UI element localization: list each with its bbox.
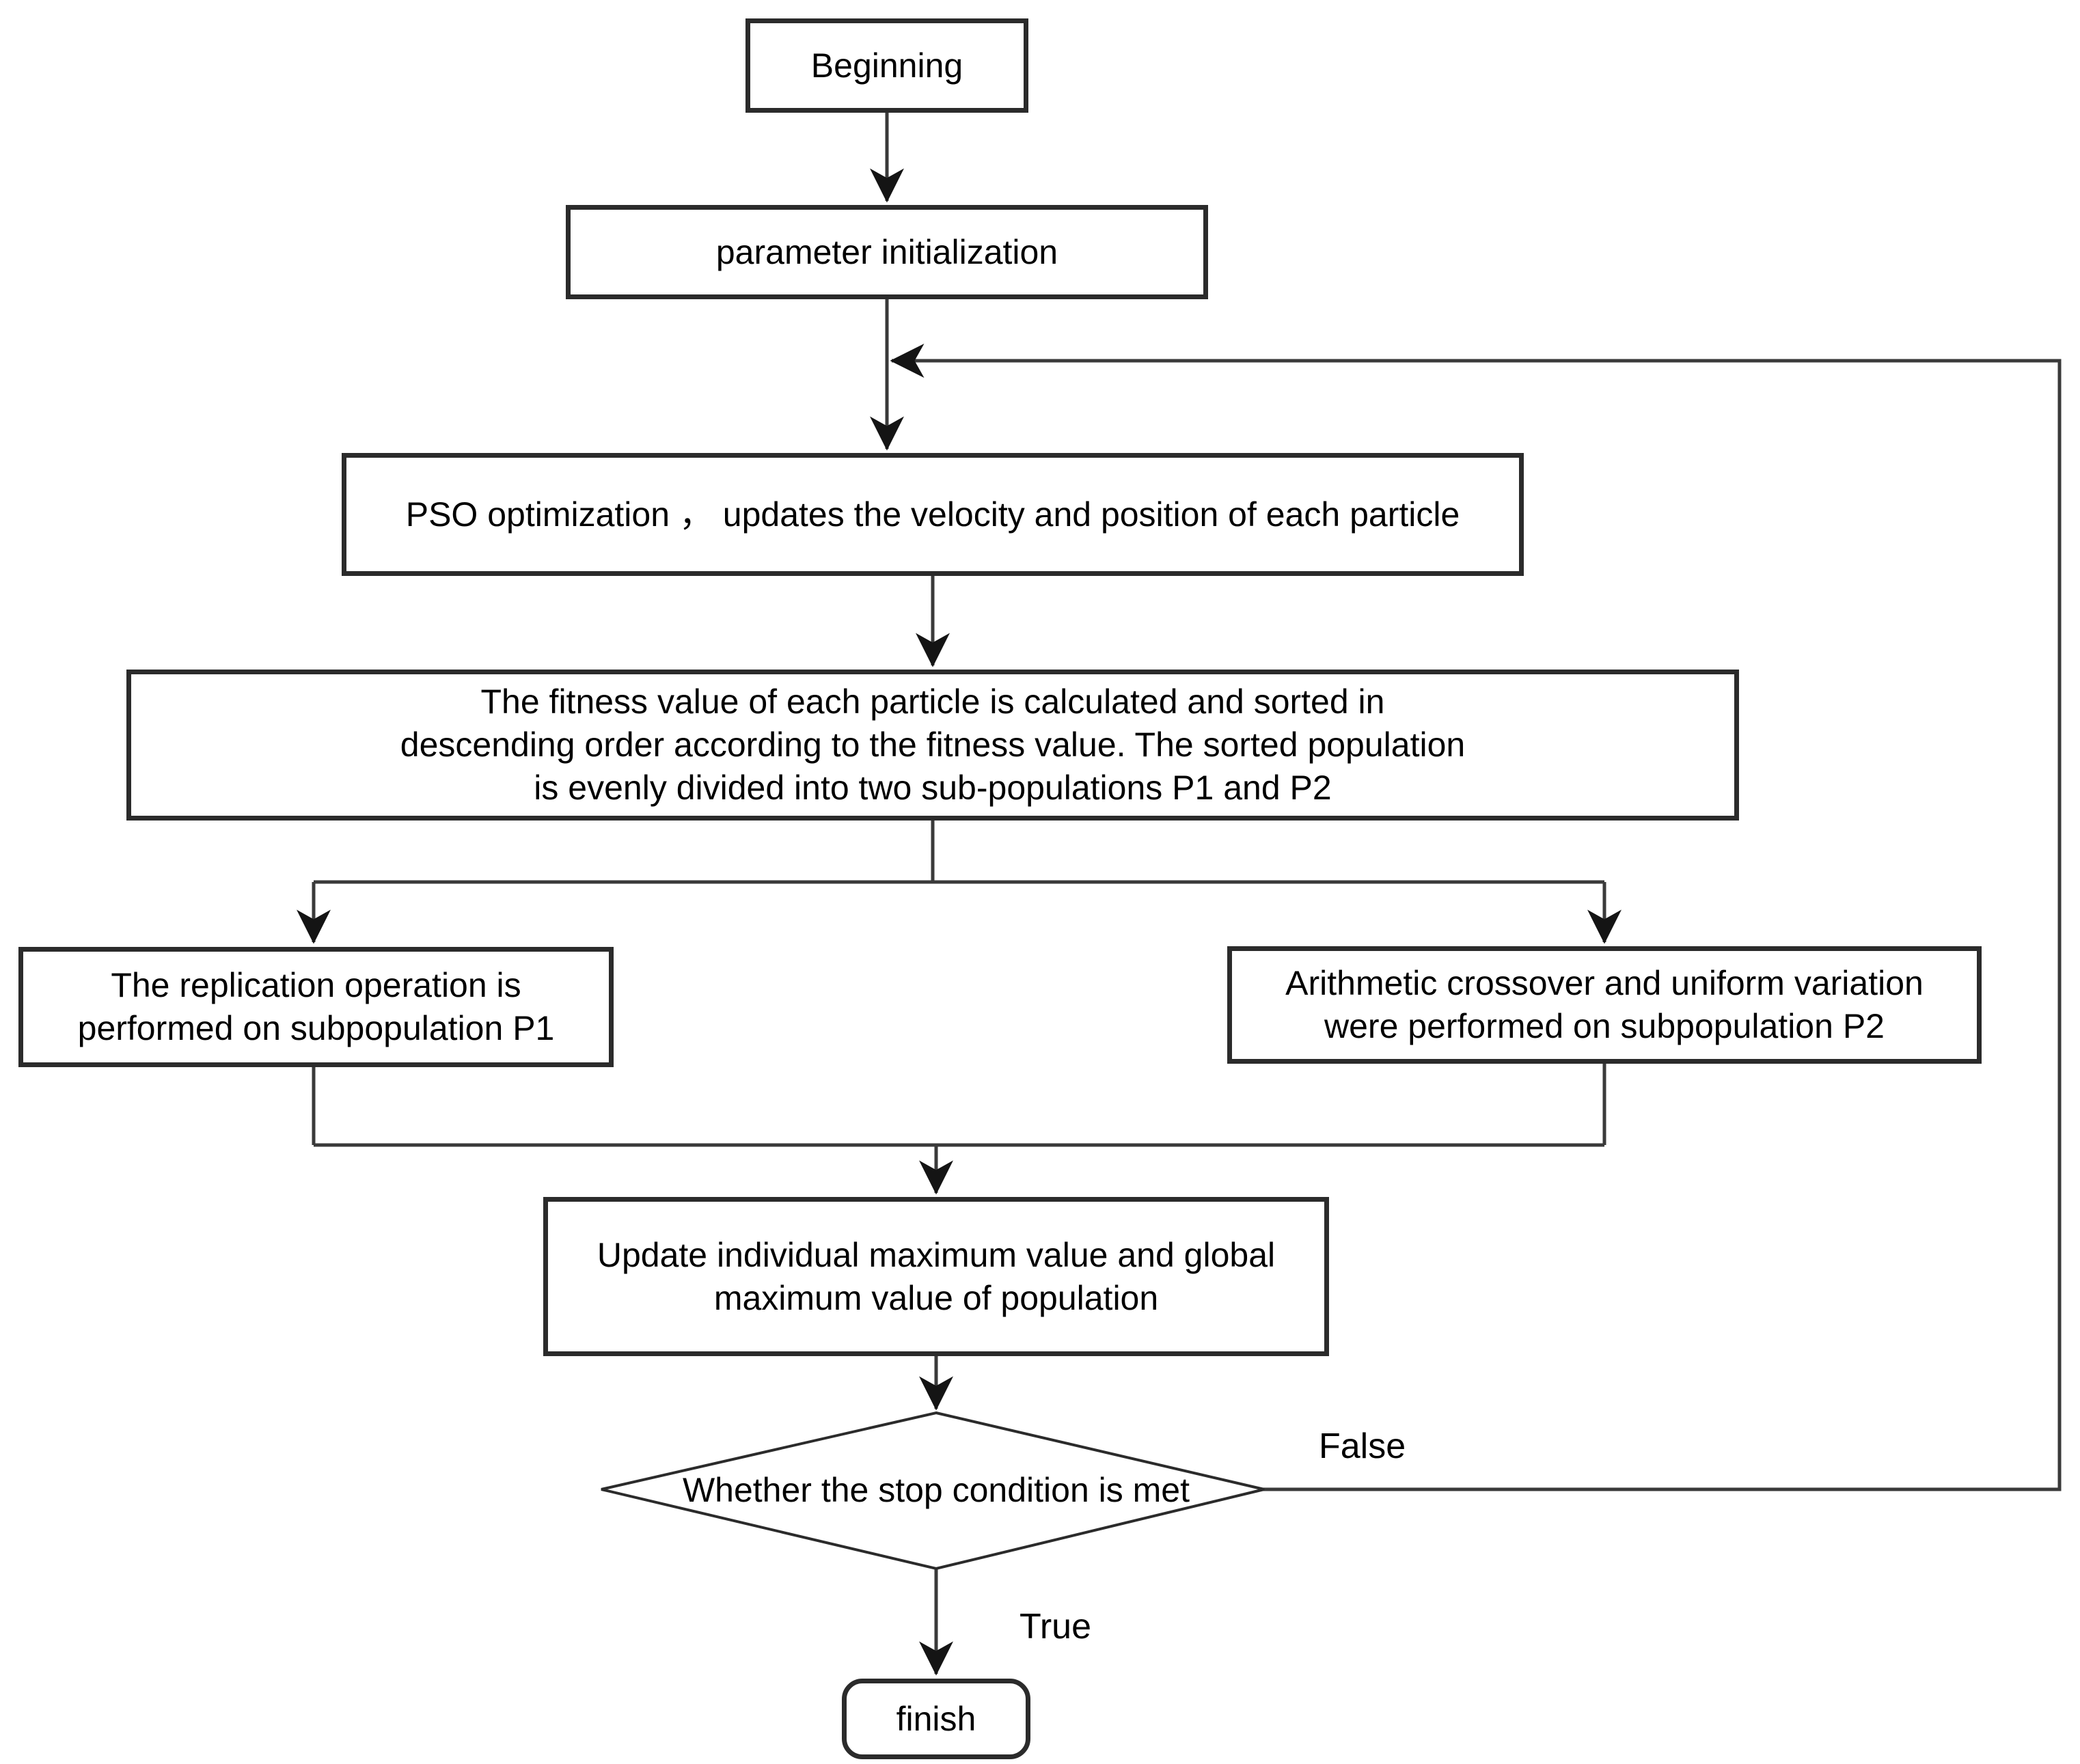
- node-update-maximum: Update individual maximum value and glob…: [543, 1197, 1329, 1356]
- node-parameter-initialization: parameter initialization: [566, 205, 1208, 299]
- decision-diamond-shape: [601, 1411, 1265, 1571]
- node-finish: finish: [842, 1679, 1030, 1759]
- edge-false-feedback-loop: [890, 344, 2062, 1491]
- node-replication-p1: The replication operation is performed o…: [18, 947, 614, 1067]
- node-fitness-sorting: The fitness value of each particle is ca…: [126, 670, 1739, 821]
- edge-label-false: False: [1319, 1427, 1406, 1466]
- edge-label-true: True: [1020, 1607, 1091, 1646]
- node-crossover-p2: Arithmetic crossover and uniform variati…: [1227, 946, 1982, 1064]
- node-decision-label: Whether the stop condition is met: [682, 1470, 1190, 1509]
- node-pso-optimization: PSO optimization ， updates the velocity …: [342, 453, 1524, 576]
- node-beginning: Beginning: [745, 18, 1028, 113]
